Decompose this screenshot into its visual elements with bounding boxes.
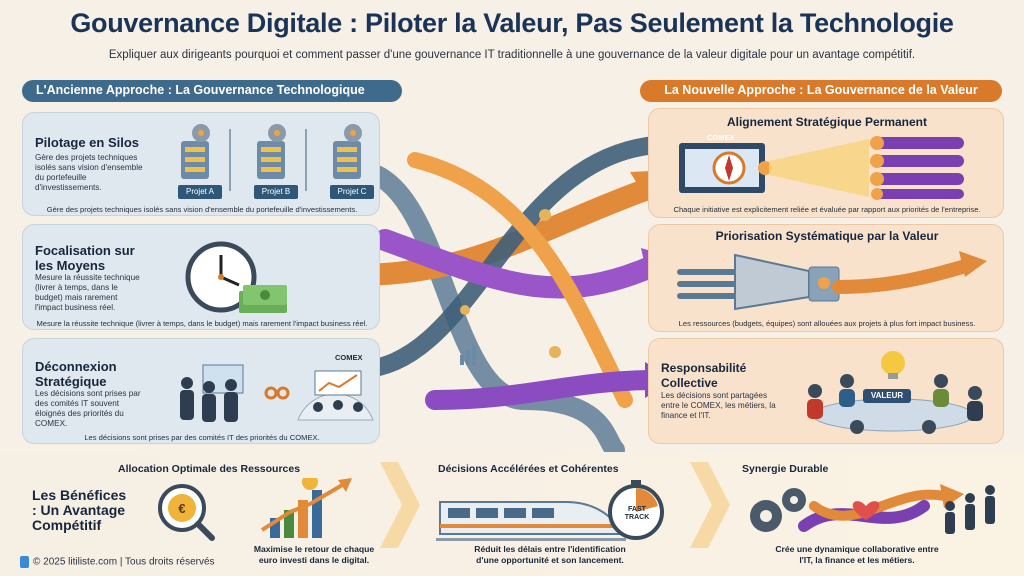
priority-bars	[870, 136, 964, 200]
value-funnel-illustration	[677, 251, 987, 311]
heart-icon	[852, 501, 880, 520]
page-title: Gouvernance Digitale : Piloter la Valeur…	[70, 8, 954, 38]
euro-symbol: €	[178, 501, 185, 516]
benefit-title: Décisions Accélérées et Cohérentes	[438, 463, 619, 475]
meeting-table	[812, 398, 974, 432]
card-title: Focalisation sur les Moyens	[35, 243, 135, 273]
broken-link-icon	[264, 386, 290, 400]
card-priorisation: Priorisation Systématique par la Valeur …	[648, 224, 1004, 332]
time-money-illustration	[185, 241, 287, 313]
fast-track-label: FAST TRACK	[624, 506, 650, 521]
card-responsabilite: Responsabilité Collective Les décisions …	[648, 338, 1004, 444]
purple-arrow-path-1	[374, 229, 666, 299]
card-foot: Les décisions sont prises par des comité…	[84, 433, 320, 442]
page-subtitle: Expliquer aux dirigeants pourquoi et com…	[108, 49, 916, 61]
people-icon	[945, 485, 995, 534]
benefit-title: Synergie Durable	[742, 463, 829, 475]
old-approach-header: L'Ancienne Approche : La Gouvernance Tec…	[22, 80, 402, 102]
old-path-2	[355, 136, 664, 379]
disconnect-illustration	[180, 364, 374, 422]
card-foot: Chaque initiative est explicitement reli…	[673, 205, 981, 214]
growth-bars	[270, 490, 322, 538]
benefit-desc: Réduit les délais entre l'identification…	[474, 544, 626, 565]
card-foot: Mesure la réussite technique (livrer à t…	[36, 319, 368, 328]
orange-arrow-path-2	[407, 152, 633, 408]
train-icon	[436, 501, 626, 541]
comex-label: COMEX	[335, 353, 363, 362]
speed-illustration	[436, 480, 664, 541]
stopwatch-icon	[608, 480, 664, 540]
card-title: Pilotage en Silos	[35, 135, 140, 150]
card-desc: Gère des projets techniques isolés sans …	[35, 153, 143, 192]
coins-icon	[460, 209, 561, 358]
benefit-title: Allocation Optimale des Ressources	[118, 463, 301, 475]
project-a-label: Projet A	[178, 185, 222, 199]
value-arrow	[832, 258, 976, 294]
coin-icon	[302, 478, 318, 490]
card-title: Priorisation Systématique par la Valeur	[715, 229, 939, 243]
footer-text: © 2025 litiliste.com | Tous droits réser…	[33, 556, 215, 568]
magnifier-icon	[158, 484, 215, 541]
alignment-illustration	[679, 136, 964, 200]
project-b-label: Projet B	[254, 185, 298, 199]
new-approach-header: La Nouvelle Approche : La Gouvernance de…	[640, 80, 1002, 102]
benefit-desc: Crée une dynamique collaborative entre l…	[775, 544, 939, 565]
card-silos: Pilotage en Silos Gère des projets techn…	[22, 112, 380, 216]
purple-arrow-path-2	[425, 370, 665, 410]
card-deconnexion: Déconnexion Stratégique Les décisions so…	[22, 338, 380, 444]
synergy-illustration	[750, 484, 995, 534]
card-desc: Les décisions sont partagées entre le CO…	[661, 391, 776, 420]
project-c-label: Projet C	[330, 185, 374, 199]
value-badge: VALEUR	[863, 389, 911, 403]
money-icon	[239, 285, 287, 313]
funnel-icon	[734, 253, 810, 311]
chevron-right-icon	[380, 462, 420, 548]
light-beam	[769, 139, 869, 197]
benefits-title: Les Bénéfices : Un Avantage Compétitif	[32, 487, 127, 533]
old-path-1	[355, 160, 625, 460]
copyright-footer: © 2025 litiliste.com | Tous droits réser…	[20, 556, 215, 568]
logo-icon	[20, 556, 29, 568]
server-icon	[181, 141, 361, 179]
mini-chart-icon	[460, 345, 476, 365]
card-desc: Mesure la réussite technique (livrer à t…	[35, 273, 140, 312]
card-title: Déconnexion Stratégique	[35, 359, 117, 389]
compass-icon	[712, 151, 746, 185]
gear-icon	[750, 488, 806, 532]
card-title: Alignement Stratégique Permanent	[726, 115, 928, 129]
chevron-right-icon	[690, 462, 730, 548]
people-icon	[180, 377, 238, 422]
card-desc: Les décisions sont prises par des comité…	[35, 389, 141, 428]
clock-icon	[185, 241, 257, 313]
card-foot: Gère des projets techniques isolés sans …	[46, 205, 358, 214]
allocation-illustration: €	[158, 478, 352, 541]
comex-label: COMEX	[707, 133, 735, 142]
card-title: Responsabilité Collective	[661, 361, 747, 390]
card-alignement: Alignement Stratégique Permanent COMEX C…	[648, 108, 1004, 218]
benefit-desc: Maximise le retour de chaque euro invest…	[253, 544, 375, 565]
card-foot: Les ressources (budgets, équipes) sont a…	[678, 319, 976, 328]
target-icon	[758, 161, 772, 175]
transition-arrows	[355, 136, 675, 460]
silos-illustration	[181, 124, 362, 191]
people-icon	[807, 374, 983, 434]
lightbulb-icon	[881, 351, 905, 379]
collective-illustration	[807, 351, 983, 434]
card-moyens: Focalisation sur les Moyens Mesure la ré…	[22, 224, 380, 330]
